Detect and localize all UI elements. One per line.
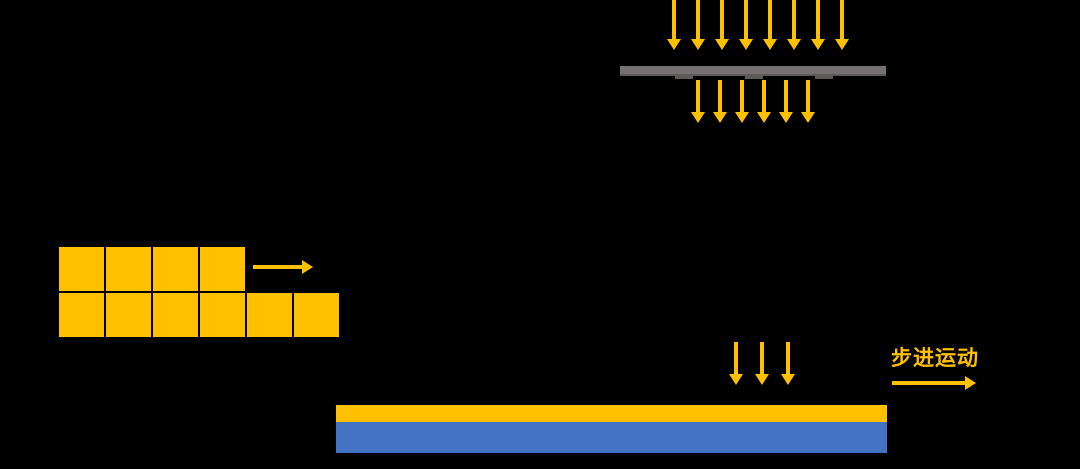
down-arrow-icon: [667, 0, 681, 50]
die-cell: [198, 291, 247, 339]
die-cell: [104, 245, 153, 293]
mask-pattern-tab: [675, 74, 693, 79]
incident-light-arrows: [667, 0, 849, 50]
step-motion-label: 步进运动: [891, 347, 979, 370]
die-cell: [57, 291, 106, 339]
exposure-field-grid: [57, 245, 341, 339]
die-cell: [198, 245, 247, 293]
die-cell: [292, 291, 341, 339]
down-arrow-icon: [763, 0, 777, 50]
die-cell: [151, 291, 200, 339]
down-arrow-icon: [715, 0, 729, 50]
exposure-light-arrows: [729, 342, 795, 385]
down-arrow-icon: [787, 0, 801, 50]
mask-pattern-tab: [745, 74, 763, 79]
down-arrow-icon: [691, 0, 705, 50]
down-arrow-icon: [811, 0, 825, 50]
die-cell: [57, 245, 106, 293]
wafer-substrate-layer: [336, 422, 887, 453]
down-arrow-icon: [729, 342, 743, 385]
down-arrow-icon: [801, 80, 815, 123]
die-row-current: [57, 291, 341, 339]
down-arrow-icon: [781, 342, 795, 385]
down-arrow-icon: [757, 80, 771, 123]
photoresist-layer: [336, 405, 887, 422]
down-arrow-icon: [835, 0, 849, 50]
photomask-pattern: [675, 74, 833, 79]
down-arrow-icon: [713, 80, 727, 123]
die-cell: [104, 291, 153, 339]
down-arrow-icon: [739, 0, 753, 50]
transmitted-light-arrows: [691, 80, 815, 123]
wafer: [336, 405, 887, 453]
down-arrow-icon: [779, 80, 793, 123]
step-motion-arrow-icon: [892, 376, 976, 390]
mask-pattern-tab: [815, 74, 833, 79]
down-arrow-icon: [735, 80, 749, 123]
die-cell: [245, 291, 294, 339]
die-cell: [151, 245, 200, 293]
down-arrow-icon: [691, 80, 705, 123]
down-arrow-icon: [755, 342, 769, 385]
scan-direction-arrow-icon: [253, 260, 313, 274]
